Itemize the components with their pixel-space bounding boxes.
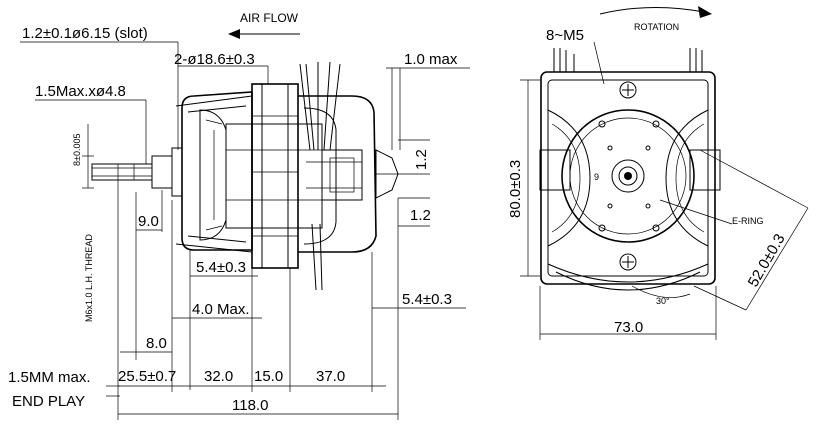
side-view xyxy=(91,61,399,291)
dim-8-0: 8.0 xyxy=(146,335,167,352)
slot-dim: 1.2±0.1ø6.15 (slot) xyxy=(22,25,148,42)
bore-dim: 2-ø18.6±0.3 xyxy=(174,51,255,68)
shaft-spec-dim: 1.5Max.xø4.8 xyxy=(35,83,126,100)
plate-marking: 9 xyxy=(594,172,599,182)
dim-5-4-right: 5.4±0.3 xyxy=(402,291,452,308)
rotation-label: ROTATION xyxy=(634,22,679,32)
dim-25-5: 25.5±0.7 xyxy=(118,368,176,385)
air-flow-label: AIR FLOW xyxy=(240,11,299,25)
front-frame xyxy=(540,71,716,285)
rotation-indicator: ROTATION xyxy=(599,6,712,32)
screws-label: 8~M5 xyxy=(546,27,584,44)
thread-label: M6x1.0 L.H. THREAD xyxy=(84,234,94,322)
front-view: 9 xyxy=(539,48,721,291)
dim-9-0: 9.0 xyxy=(138,213,159,230)
shaft-dia-dim: 8±0.005 xyxy=(72,134,82,166)
angle-30: 30° xyxy=(656,296,670,306)
dim-118-0: 118.0 xyxy=(232,397,268,414)
dim-37-0: 37.0 xyxy=(316,368,345,385)
max-1-0-dim: 1.0 max xyxy=(404,51,458,68)
dim-1-2-top: 1.2 xyxy=(413,149,430,170)
dim-1-2-mid: 1.2 xyxy=(410,207,431,224)
shaft-end xyxy=(611,159,645,193)
end-play-line2: END PLAY xyxy=(12,393,85,410)
dim-73-0: 73.0 xyxy=(614,319,643,336)
air-flow-indicator: AIR FLOW xyxy=(228,11,300,39)
dim-80-0: 80.0±0.3 xyxy=(507,160,524,218)
dim-5-4-left: 5.4±0.3 xyxy=(196,259,246,276)
dim-15-0: 15.0 xyxy=(254,368,283,385)
dim-4-0: 4.0 Max. xyxy=(192,301,250,318)
e-ring-label: E-RING xyxy=(732,216,764,226)
side-dimensions: 1.2±0.1ø6.15 (slot) 2-ø18.6±0.3 1.5Max.x… xyxy=(8,25,470,420)
dim-32-0: 32.0 xyxy=(204,368,233,385)
stator-stack xyxy=(251,83,299,269)
shaft xyxy=(91,163,153,181)
dim-52-0: 52.0±0.3 xyxy=(745,231,789,290)
front-dimensions: 8~M5 80.0±0.3 E-RING 52.0±0.3 30° 73.0 xyxy=(507,27,809,340)
end-play-line1: 1.5MM max. xyxy=(8,369,91,386)
